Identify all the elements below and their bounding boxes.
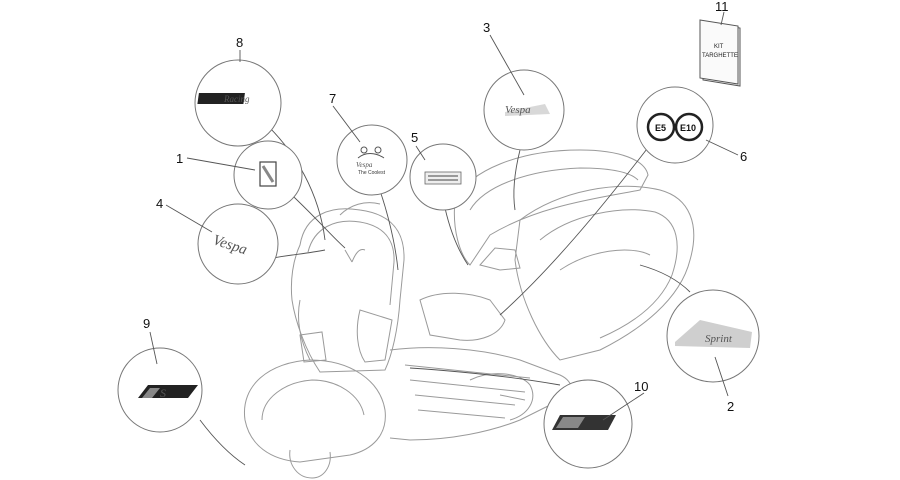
number-labels	[149, 11, 739, 421]
part-number-11: 11	[715, 0, 729, 14]
part-number-3: 3	[483, 20, 490, 35]
part-number-5: 5	[411, 130, 418, 145]
coolest-decal-text: Vespa	[356, 161, 373, 169]
e10-badge-text: E10	[680, 123, 696, 133]
callout-10	[543, 379, 633, 469]
part-number-7: 7	[329, 91, 336, 106]
callout-5	[409, 143, 477, 211]
part-number-10: 10	[634, 379, 648, 394]
callout-11-kit-card: KIT TARGHETTE	[699, 19, 741, 87]
callout-2: Sprint	[666, 289, 760, 383]
part-number-1: 1	[176, 151, 183, 166]
kit-line1: KIT	[714, 44, 724, 50]
part-number-8: 8	[236, 35, 243, 50]
part-number-9: 9	[143, 316, 150, 331]
part-number-4: 4	[156, 196, 163, 211]
e5-badge-text: E5	[655, 123, 666, 133]
callout-4: Vespa	[197, 203, 279, 285]
callout-9: S	[117, 347, 203, 433]
coolest-decal-subtext: The Coolest	[358, 170, 386, 176]
callout-7: Vespa The Coolest	[336, 124, 408, 196]
racing-decal-text: Racing	[223, 94, 250, 104]
vespa-decal-3-text: Vespa	[505, 104, 531, 116]
callout-8: Racing	[194, 59, 282, 147]
callout-3: Vespa	[483, 69, 565, 151]
callout-6: E5 E10	[636, 86, 714, 164]
part-number-6: 6	[740, 149, 747, 164]
callout-1	[233, 140, 303, 210]
s-decal-text: S	[160, 386, 166, 400]
kit-line2: TARGHETTE	[702, 53, 738, 59]
sprint-decal-text: Sprint	[705, 333, 733, 345]
part-number-2: 2	[727, 399, 734, 414]
